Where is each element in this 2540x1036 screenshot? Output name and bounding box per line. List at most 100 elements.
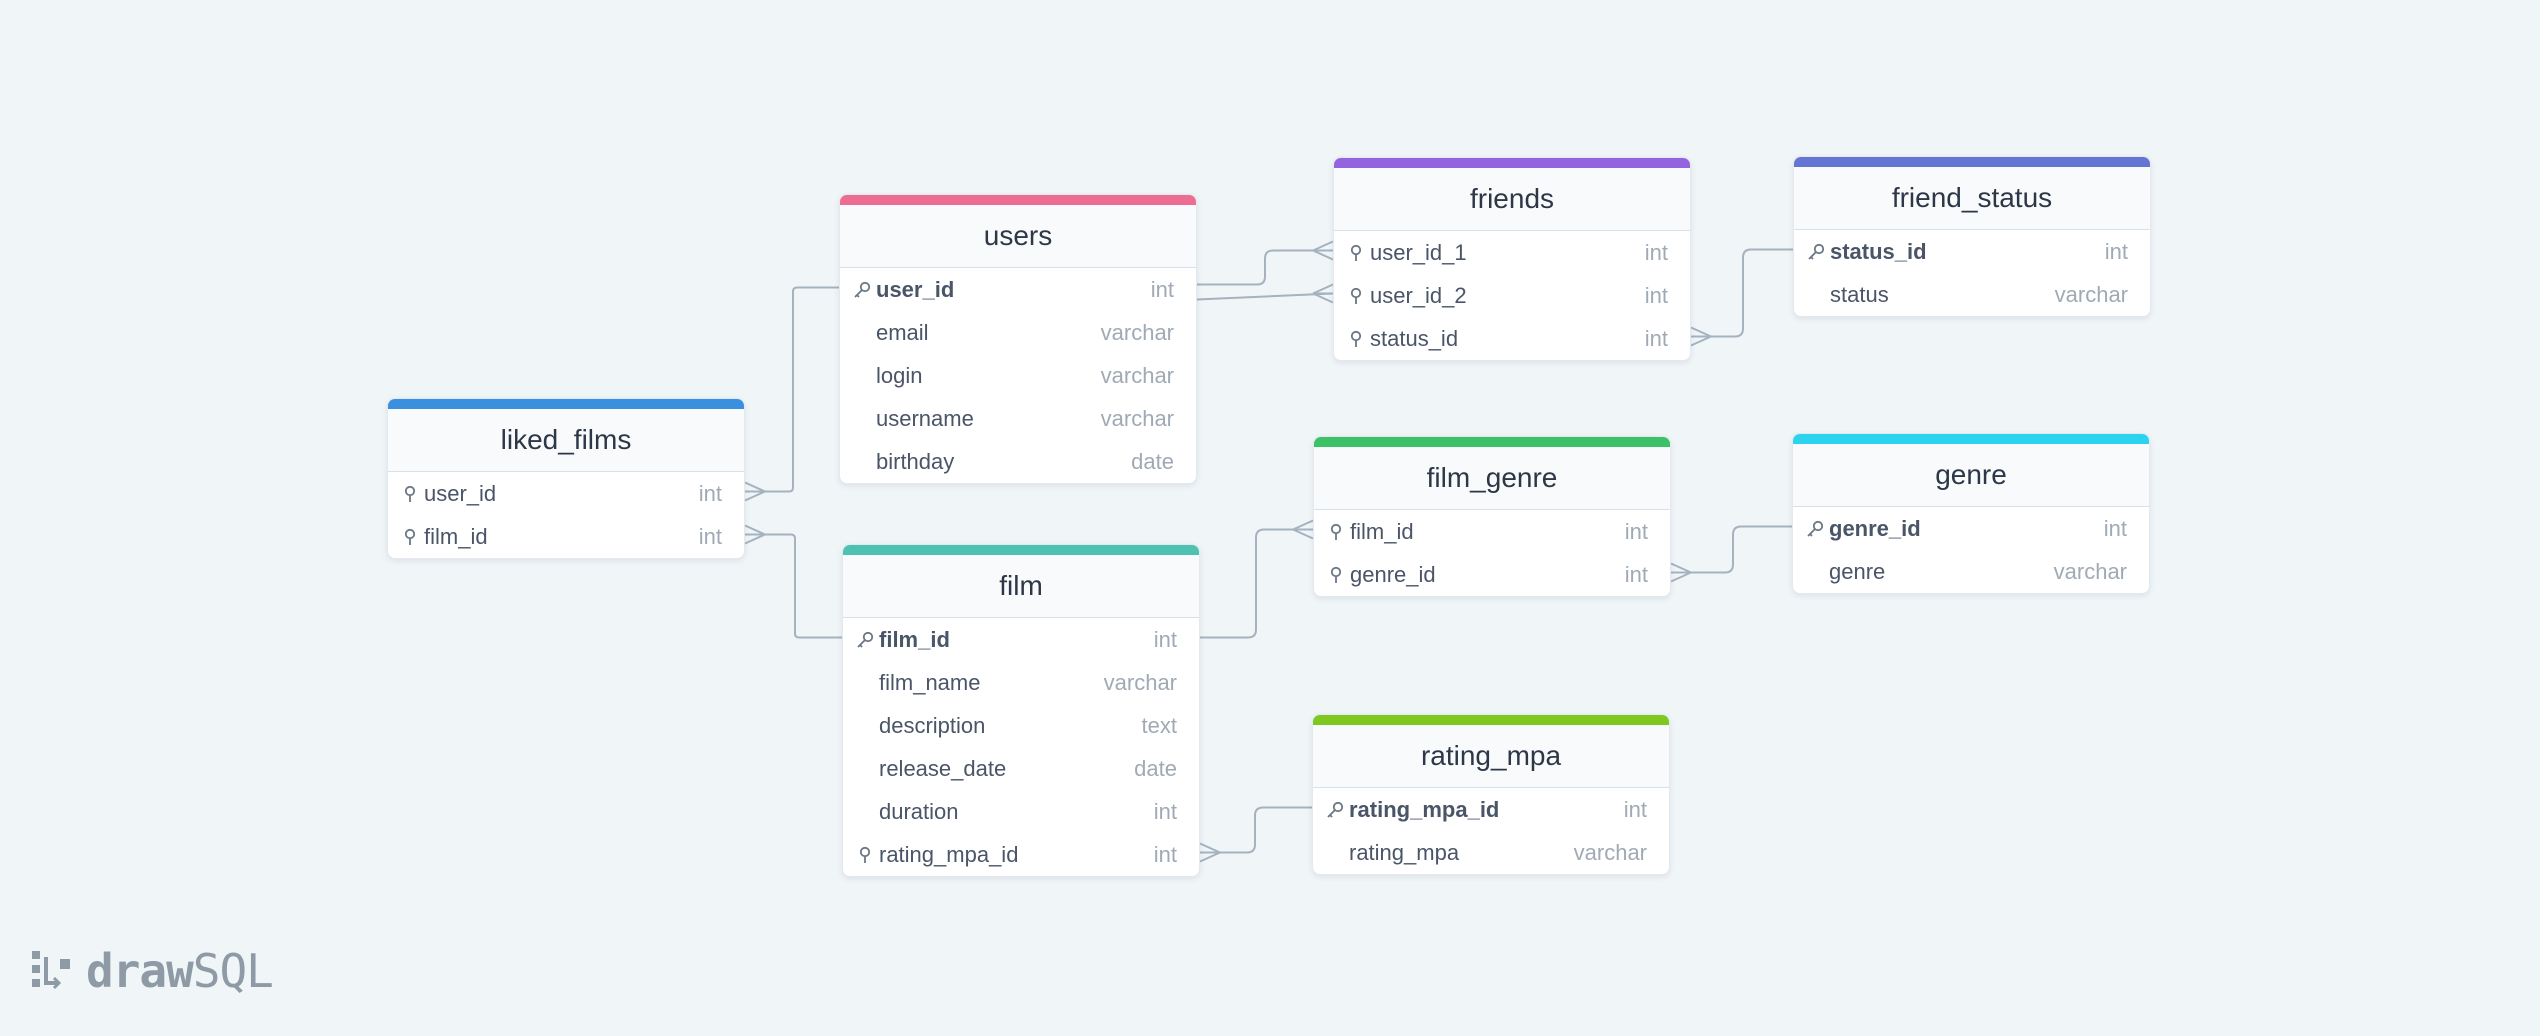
crowfoot-friends-status-id	[1690, 326, 1712, 347]
column-type: int	[1153, 841, 1177, 867]
table-title[interactable]: users	[840, 205, 1196, 268]
foreign-key-icon	[400, 484, 420, 504]
table-title[interactable]: friend_status	[1794, 167, 2150, 230]
column-name: status_id	[1830, 238, 1927, 264]
column-type: varchar	[2053, 558, 2127, 584]
column-type: int	[1153, 626, 1177, 652]
column-row[interactable]: email varchar	[840, 311, 1196, 354]
table-title[interactable]: friends	[1334, 168, 1690, 231]
column-type: int	[698, 523, 722, 549]
column-row[interactable]: genre_id int	[1314, 553, 1670, 596]
column-name: rating_mpa	[1349, 839, 1460, 865]
column-type: date	[1134, 755, 1177, 781]
crowfoot-friends-user-id-1	[1312, 240, 1334, 261]
crowfoot-liked-films-user-id	[744, 481, 766, 502]
table-color-bar	[1794, 157, 2150, 167]
logo-icon	[32, 951, 70, 990]
logo-text-draw: draw	[86, 944, 194, 998]
column-type: varchar	[1100, 319, 1174, 345]
column-row[interactable]: status_id int	[1334, 317, 1690, 360]
relation-users-friends-2	[1196, 292, 1334, 301]
column-name: email	[876, 319, 929, 345]
table-color-bar	[1313, 715, 1669, 725]
foreign-key-icon	[1326, 565, 1346, 585]
column-type: varchar	[1103, 669, 1177, 695]
column-name: genre_id	[1350, 561, 1436, 587]
primary-key-icon	[1805, 519, 1825, 539]
column-type: int	[1644, 239, 1668, 265]
column-type: date	[1131, 448, 1174, 474]
column-type: int	[1623, 796, 1647, 822]
column-type: int	[698, 480, 722, 506]
primary-key-icon	[852, 280, 872, 300]
column-name: genre_id	[1829, 515, 1921, 541]
column-name: description	[879, 712, 986, 738]
table-color-bar	[1793, 434, 2149, 444]
column-name: login	[876, 362, 923, 388]
table-title[interactable]: liked_films	[388, 409, 744, 472]
column-type: int	[1150, 276, 1174, 302]
crowfoot-liked-films-film-id	[744, 524, 766, 545]
crowfoot-film-genre-film-id	[1292, 519, 1314, 540]
relation-genre-film-genre	[1671, 525, 1792, 574]
column-name: username	[876, 405, 974, 431]
table-title[interactable]: rating_mpa	[1313, 725, 1669, 788]
column-type: int	[1153, 798, 1177, 824]
table-title[interactable]: genre	[1793, 444, 2149, 507]
column-name: film_id	[1350, 518, 1414, 544]
column-row[interactable]: release_date date	[843, 747, 1199, 790]
primary-key-icon	[1806, 242, 1826, 262]
column-row[interactable]: rating_mpa_id int	[843, 833, 1199, 876]
column-name: status_id	[1370, 325, 1459, 351]
column-row[interactable]: genre_id int	[1793, 507, 2149, 550]
column-type: int	[1644, 325, 1668, 351]
primary-key-icon	[855, 630, 875, 650]
relation-users-liked-films	[745, 286, 839, 493]
relation-rating-mpa-film	[1200, 806, 1312, 854]
foreign-key-icon	[400, 527, 420, 547]
column-type: varchar	[2054, 281, 2128, 307]
crowfoot-friends-user-id-2	[1312, 283, 1334, 304]
table-title[interactable]: film_genre	[1314, 447, 1670, 510]
column-row[interactable]: film_id int	[843, 618, 1199, 661]
column-name: user_id_2	[1370, 282, 1467, 308]
relation-users-friends-1	[1197, 249, 1333, 286]
column-name: rating_mpa_id	[879, 841, 1019, 867]
column-type: int	[1624, 561, 1648, 587]
column-name: film_id	[879, 626, 950, 652]
column-type: varchar	[1573, 839, 1647, 865]
table-color-bar	[388, 399, 744, 409]
column-name: release_date	[879, 755, 1007, 781]
column-row[interactable]: rating_mpa varchar	[1313, 831, 1669, 874]
column-type: int	[2103, 515, 2127, 541]
table-title[interactable]: film	[843, 555, 1199, 618]
primary-key-icon	[1325, 800, 1345, 820]
